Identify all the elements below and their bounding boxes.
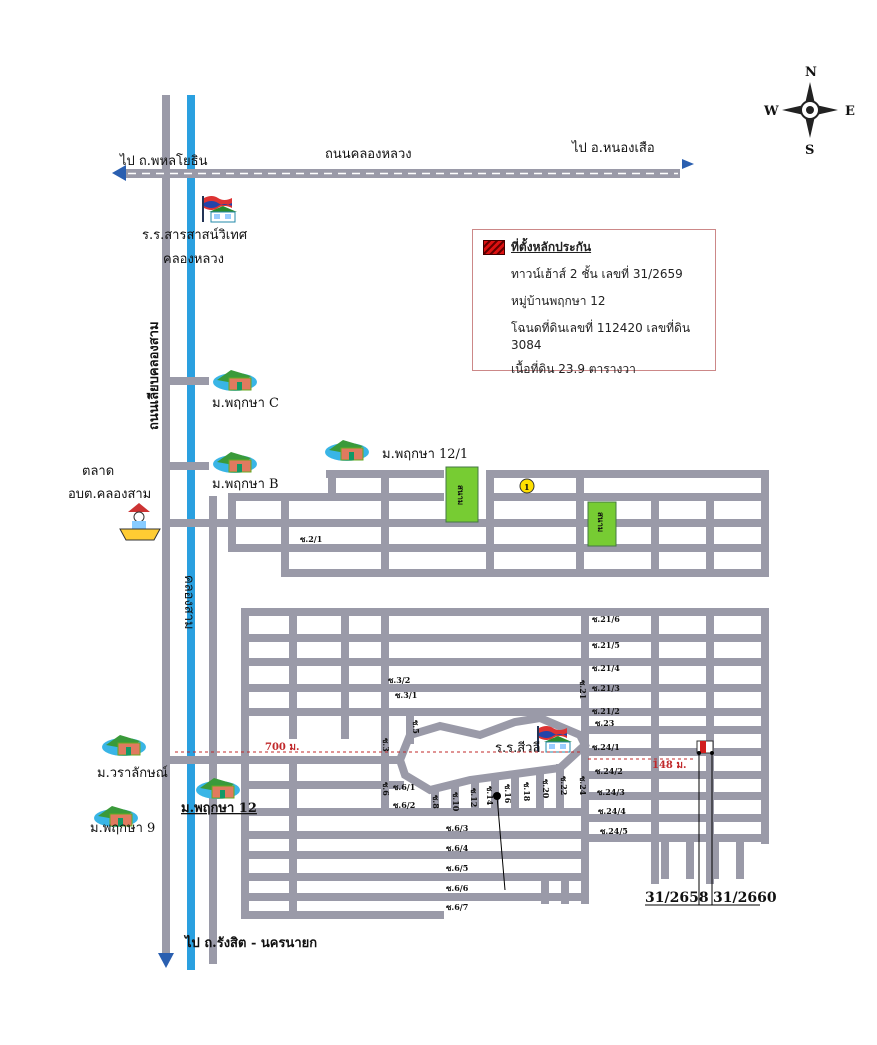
school-icon [202,195,238,223]
svg-text:ซ.21/4: ซ.21/4 [592,663,620,673]
house-icon [212,369,258,392]
marker-1-icon [519,478,535,494]
legend-box: ที่ตั้งหลักประกัน ทาวน์เฮ้าส์ 2 ชั้น เลข… [472,229,716,376]
canal [187,95,195,970]
to-east-label: ไป อ.หนองเสือ [571,140,655,156]
compass-e: E [845,104,855,119]
svg-text:ซ.21/2: ซ.21/2 [592,706,620,716]
svg-text:ซ.20: ซ.20 [541,779,551,799]
svg-text:ซ.6/6: ซ.6/6 [446,883,469,893]
spur-roads [166,377,209,470]
road-grid [166,470,769,919]
svg-text:ซ.21/6: ซ.21/6 [592,614,620,624]
svg-text:ซ.22: ซ.22 [559,776,569,795]
legend-line-3: โฉนดที่ดินเลขที่ 112420 เลขที่ดิน 3084 [511,321,691,352]
svg-text:ซ.24/1: ซ.24/1 [592,742,620,752]
market-vendor-icon [119,503,161,541]
house-icon [101,734,147,757]
arrow-south-icon [158,953,174,968]
market-label-2: อบต.คลองสาม [68,487,151,502]
compass-rose-icon [782,82,838,138]
svg-text:ซ.16: ซ.16 [503,784,513,804]
svg-text:ซ.24/5: ซ.24/5 [600,826,628,836]
to-south-label: ไป ถ.รังสิต - นครนายก [183,934,317,951]
svg-text:ซ.3/2: ซ.3/2 [388,675,410,685]
arrow-east-icon [682,159,694,169]
svg-text:ซ.24/4: ซ.24/4 [598,806,626,816]
house-icon [195,777,241,800]
field-1 [445,466,479,523]
svg-text:ซ.24: ซ.24 [578,776,588,796]
collateral-swatch-icon [483,240,505,255]
plot-31-2658: 31/2658 [645,890,709,906]
school1-name: ร.ร.สารสาสน์วิเทศ [142,227,248,243]
svg-text:ซ.2/1: ซ.2/1 [300,534,322,544]
svg-text:ซ.23: ซ.23 [595,718,615,728]
svg-text:ซ.5: ซ.5 [411,720,421,734]
svg-text:ซ.6: ซ.6 [381,782,391,796]
field-2-label: สนาม [596,512,606,532]
svg-text:ซ.21/3: ซ.21/3 [592,683,620,693]
svg-text:ซ.6/3: ซ.6/3 [446,823,469,833]
marker-1-label: 1 [524,482,530,492]
field-1-label: สนาม [456,485,466,505]
village-wara-label: ม.วราลักษณ์ [97,765,168,781]
village-9-label: ม.พฤกษา 9 [90,821,155,836]
compass-s: S [805,143,814,158]
village-12-label: ม.พฤกษา 12 [181,801,257,816]
svg-text:ซ.10: ซ.10 [451,792,461,812]
village-b-label: ม.พฤกษา B [212,477,279,492]
legend-title: ที่ตั้งหลักประกัน [511,240,592,254]
svg-text:ซ.14: ซ.14 [485,786,495,806]
svg-text:ซ.6/2: ซ.6/2 [393,800,415,810]
svg-text:ซ.24/3: ซ.24/3 [597,787,625,797]
top-road [125,169,680,178]
svg-text:ซ.6/1: ซ.6/1 [393,782,415,792]
top-road-label: ถนนคลองหลวง [325,147,412,162]
property-marker [700,741,706,753]
arrow-west-icon [112,165,126,181]
house-icon [324,439,370,462]
svg-text:ซ.6/5: ซ.6/5 [446,863,468,873]
legend-line-2: หมู่บ้านพฤกษา 12 [511,294,606,308]
school1-area: คลองหลวง [163,252,224,267]
plot-31-2660: 31/2660 [713,890,777,906]
legend-line-1: ทาวน์เฮ้าส์ 2 ชั้น เลขที่ 31/2659 [511,267,683,281]
school2-label: ร.ร.สีวลี [495,740,540,756]
compass-w: W [763,104,779,119]
field-2 [587,501,617,547]
distance-700: 700 ม. [265,742,299,753]
svg-text:ซ.3: ซ.3 [381,738,391,752]
svg-text:ซ.24/2: ซ.24/2 [595,766,623,776]
side-road-label: ถนนเลียบคลองสาม [146,321,162,430]
canal-label: คลองสาม [181,575,196,630]
svg-text:ซ.12: ซ.12 [469,788,479,807]
svg-text:ซ.18: ซ.18 [522,782,532,802]
svg-text:ซ.21/5: ซ.21/5 [592,640,620,650]
soi-labels: ซ.2/1 ซ.3/2 ซ.3/1 ซ.5 ซ.3 ซ.6 ซ.6/1 ซ.6/… [300,534,628,912]
distance-148: 148 ม. [652,760,686,771]
village-c-label: ม.พฤกษา C [212,396,279,411]
svg-text:ซ.8: ซ.8 [431,795,441,809]
to-west-label: ไป ถ.พหลโยธิน [119,153,208,169]
svg-text:ซ.3/1: ซ.3/1 [395,690,417,700]
house-icon [212,451,258,474]
school-icon [537,725,573,753]
svg-text:ซ.21: ซ.21 [578,680,588,699]
legend-line-4: เนื้อที่ดิน 23.9 ตารางวา [511,362,636,376]
svg-text:ซ.6/4: ซ.6/4 [446,843,469,853]
market-label-1: ตลาด [82,464,114,479]
village-121-label: ม.พฤกษา 12/1 [382,447,468,462]
svg-text:ซ.6/7: ซ.6/7 [446,902,468,912]
compass-n: N [805,65,817,80]
